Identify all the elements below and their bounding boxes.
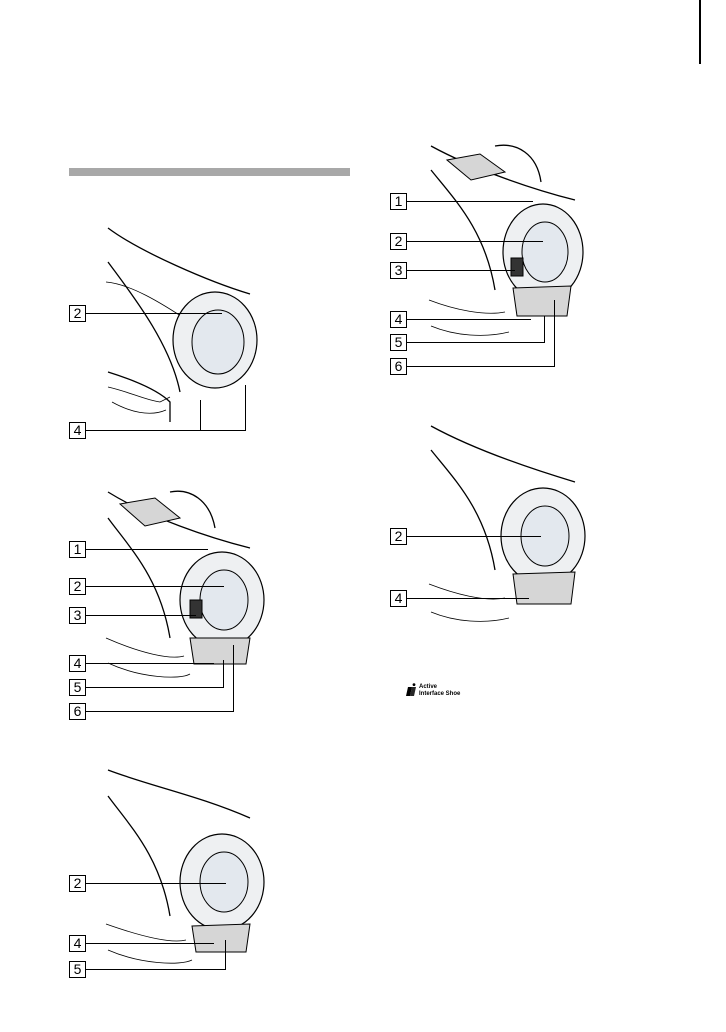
leader-d-5-up [544, 316, 545, 343]
callout-a-2: 2 [69, 305, 86, 322]
callout-c-5: 5 [69, 961, 86, 978]
leader-d-6 [407, 366, 555, 367]
leader-e-2 [407, 536, 541, 537]
leader-c-5-up [225, 940, 226, 970]
active-interface-shoe-logo: Active Interface Shoe [405, 683, 460, 698]
callout-e-2: 2 [390, 528, 407, 545]
leader-b-6 [86, 711, 234, 712]
logo-text-line1: Active [419, 684, 460, 691]
camcorder-illustration-d [425, 140, 595, 340]
leader-a-2 [86, 313, 222, 314]
leader-b-2 [86, 586, 224, 587]
callout-b-5: 5 [69, 679, 86, 696]
leader-c-5 [86, 969, 226, 970]
callout-b-1: 1 [69, 541, 86, 558]
leader-d-6-up [554, 300, 555, 367]
callout-a-4: 4 [69, 422, 86, 439]
interface-shoe-logo-icon [405, 683, 417, 697]
callout-b-4: 4 [69, 655, 86, 672]
callout-b-3: 3 [69, 607, 86, 624]
page-edge-rule [699, 0, 701, 64]
callout-d-3: 3 [390, 262, 407, 279]
callout-d-6: 6 [390, 358, 407, 375]
leader-d-1 [407, 201, 533, 202]
callout-b-6: 6 [69, 703, 86, 720]
camcorder-illustration-c [100, 766, 270, 976]
leader-b-1 [86, 549, 208, 550]
leader-a-4 [86, 430, 246, 431]
callout-d-1: 1 [390, 193, 407, 210]
camcorder-drawing-d [425, 140, 595, 340]
leader-b-5-up [223, 660, 224, 688]
callout-d-5: 5 [390, 334, 407, 351]
callout-b-2: 2 [69, 578, 86, 595]
callout-e-4: 4 [390, 590, 407, 607]
leader-b-3 [86, 615, 196, 616]
callout-c-2: 2 [69, 875, 86, 892]
leader-d-2 [407, 241, 543, 242]
camcorder-illustration-b [100, 488, 270, 688]
camcorder-drawing-b [100, 488, 270, 688]
leader-d-5 [407, 342, 545, 343]
leader-c-4 [86, 943, 214, 944]
section-heading-bar [69, 168, 350, 176]
logo-text-line2: Interface Shoe [419, 691, 460, 698]
leader-b-5 [86, 687, 224, 688]
leader-b-4 [86, 663, 214, 664]
leader-a-4-up2 [245, 385, 246, 431]
logo-text: Active Interface Shoe [419, 684, 460, 698]
leader-a-4-up1 [200, 400, 201, 431]
callout-d-2: 2 [390, 233, 407, 250]
callout-c-4: 4 [69, 935, 86, 952]
camcorder-drawing-c [100, 766, 270, 976]
leader-d-3 [407, 270, 515, 271]
leader-d-4 [407, 319, 531, 320]
leader-c-2 [86, 883, 226, 884]
leader-b-6-up [233, 645, 234, 712]
leader-e-4 [407, 598, 529, 599]
callout-d-4: 4 [390, 311, 407, 328]
